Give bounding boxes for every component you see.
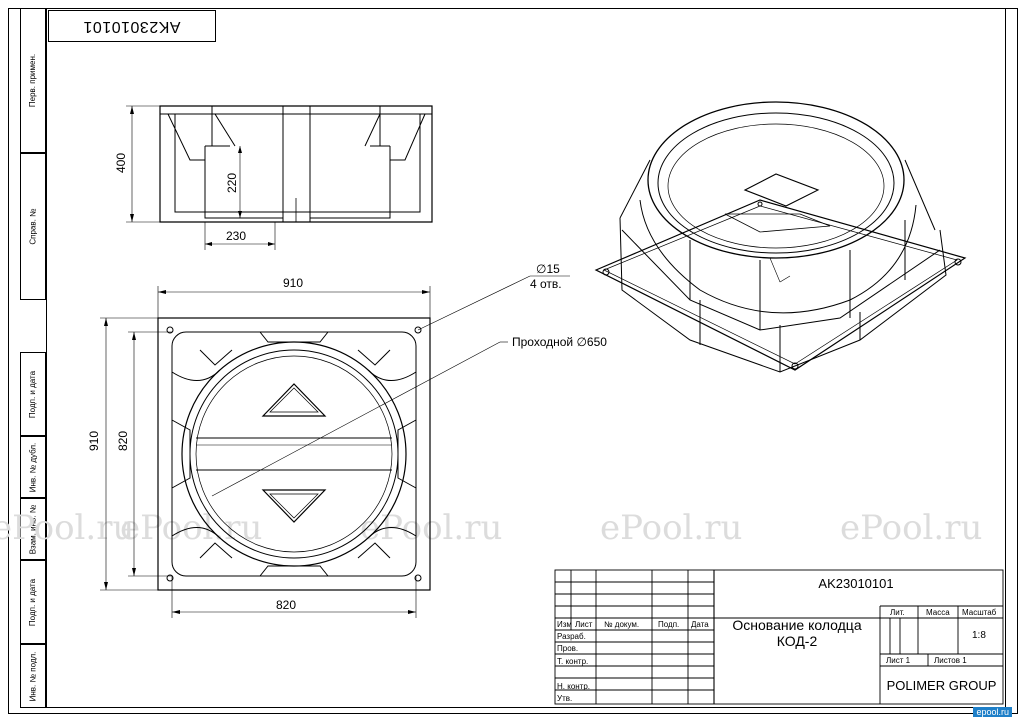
dim-inner-height: 220 [225, 172, 239, 194]
row-checker: Пров. [557, 644, 579, 653]
isometric-view [594, 101, 967, 373]
title-doc-code: AK23010101 [818, 576, 894, 591]
dim-holes-diameter: ∅15 [536, 262, 560, 276]
sheets-total: Листов 1 [934, 656, 967, 665]
front-view [126, 105, 433, 250]
dim-front-height: 400 [114, 152, 128, 174]
sheet-number: Лист 1 [886, 656, 911, 665]
drawing-inner-frame [46, 8, 1006, 708]
watermark-text: ePool.ru [600, 508, 743, 548]
row-approved: Утв. [557, 694, 573, 703]
header-scale: Масштаб [962, 608, 997, 617]
title-line-1: Основание колодца [732, 617, 862, 633]
col-date: Дата [691, 620, 709, 629]
col-signature: Подп. [658, 620, 680, 629]
col-izm: Изм [557, 620, 572, 629]
header-literal: Лит. [890, 608, 905, 617]
side-cell-inv-dubl: Инв. № дубл. [20, 436, 46, 498]
watermark-text: ePool.ru [0, 508, 135, 548]
top-view [100, 275, 570, 618]
dim-overall-height: 910 [87, 430, 101, 452]
header-mass: Масса [926, 608, 950, 617]
watermark-text: ePool.ru [840, 508, 983, 548]
rotated-code-stamp: AK23010101 [48, 10, 216, 42]
side-cell-sprav-no: Справ. № [20, 153, 46, 300]
row-developer: Разраб. [557, 632, 586, 641]
col-doc-number: № докум. [604, 620, 640, 629]
row-tech-control: Т. контр. [557, 657, 589, 666]
scale-value: 1:8 [972, 630, 986, 641]
row-norm-control: Н. контр. [557, 682, 591, 691]
dim-holes-count: 4 отв. [530, 277, 562, 291]
dim-overall-width: 910 [283, 276, 304, 290]
title-line-2: КОД-2 [776, 633, 818, 649]
side-cell-podp-data-1: Подп. и дата [20, 352, 46, 436]
dim-inner-width: 230 [226, 229, 247, 243]
side-cell-podp-data-2: Подп. и дата [20, 560, 46, 644]
title-block [554, 569, 1004, 705]
dim-inner-span-vertical: 820 [116, 430, 130, 452]
col-list: Лист [575, 620, 593, 629]
side-cell-vzam-inv: Взам. инв. № [20, 498, 46, 560]
dim-inner-span-horizontal: 820 [276, 598, 297, 612]
corner-logo: epool.ru [973, 707, 1012, 717]
side-cell-inv-podl: Инв. № подл. [20, 644, 46, 708]
side-cell-perv-primen: Перв. примен. [20, 8, 46, 153]
dim-passage-diameter: Проходной ∅650 [512, 335, 607, 349]
company-name: POLIMER GROUP [886, 678, 997, 693]
